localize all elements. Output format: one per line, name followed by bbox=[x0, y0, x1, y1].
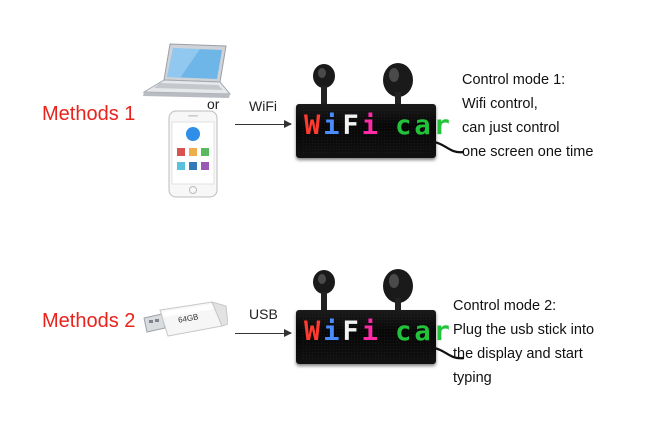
method-1-description: Control mode 1: Wifi control, can just c… bbox=[462, 68, 593, 164]
led-letter: W bbox=[304, 316, 324, 347]
laptop-icon bbox=[142, 43, 232, 98]
suction-cup-icon bbox=[313, 64, 335, 108]
led-word: car bbox=[395, 316, 453, 347]
method-2-description: Control mode 2: Plug the usb stick into … bbox=[453, 294, 594, 390]
suction-cup-icon bbox=[383, 269, 413, 314]
led-letter: i bbox=[361, 316, 382, 347]
power-cable-icon bbox=[433, 140, 465, 154]
suction-cup-icon bbox=[383, 63, 413, 108]
usb-connection-label: USB bbox=[249, 306, 278, 322]
led-letter: F bbox=[342, 110, 362, 141]
usb-stick-icon bbox=[143, 301, 228, 337]
method-1-label: Methods 1 bbox=[42, 103, 136, 125]
led-letter: i bbox=[323, 110, 343, 141]
description-line: the display and start bbox=[453, 346, 583, 362]
suction-cup-icon bbox=[313, 270, 335, 314]
led-letter: W bbox=[304, 110, 324, 141]
description-line: Wifi control, bbox=[462, 96, 538, 112]
description-line: Control mode 2: bbox=[453, 298, 557, 314]
description-line: one screen one time bbox=[462, 144, 594, 160]
usb-arrow bbox=[235, 329, 292, 337]
description-line: typing bbox=[453, 370, 492, 386]
description-line: Plug the usb stick into bbox=[453, 322, 595, 338]
description-line: Control mode 1: bbox=[462, 72, 566, 88]
method-2-label: Methods 2 bbox=[42, 310, 136, 332]
led-letter: i bbox=[361, 110, 382, 141]
led-letter: F bbox=[342, 316, 362, 347]
or-label: or bbox=[207, 96, 220, 112]
led-word: car bbox=[395, 110, 453, 141]
power-cable-icon bbox=[433, 346, 465, 360]
wifi-connection-label: WiFi bbox=[249, 98, 277, 114]
description-line: can just control bbox=[462, 120, 560, 136]
led-letter: i bbox=[323, 316, 343, 347]
wifi-arrow bbox=[235, 120, 292, 128]
phone-icon bbox=[168, 110, 218, 198]
